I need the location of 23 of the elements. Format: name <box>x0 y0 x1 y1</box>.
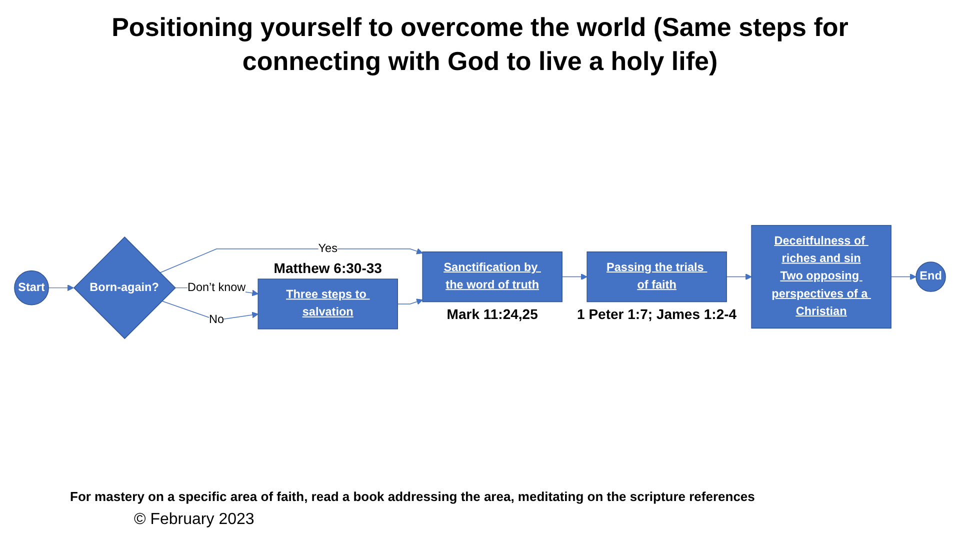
node-box: Passing the trials of faith <box>586 251 727 302</box>
arrow <box>162 300 258 321</box>
scripture-reference: 1 Peter 1:7; James 1:2-4 <box>577 304 737 323</box>
node-box: Three steps to salvation <box>258 278 398 330</box>
node-circle: Start <box>14 270 49 306</box>
edge-label: No <box>209 314 224 326</box>
node-box: Deceitfulness of riches and sin Two opposing perspectives of a Christian <box>751 225 892 329</box>
copyright-notice: © February 2023 <box>134 510 254 530</box>
node-circle: End <box>916 262 946 292</box>
footnote: For mastery on a specific area of faith, read a book addressing the area, meditating on the scripture references <box>70 488 755 506</box>
edge-label: Don’t know <box>188 281 246 294</box>
scripture-reference: Matthew 6:30-33 <box>274 259 382 278</box>
scripture-reference: Mark 11:24,25 <box>446 304 538 323</box>
node-diamond: Born-again? <box>73 236 176 340</box>
arrow <box>48 284 74 292</box>
arrow <box>726 274 752 280</box>
arrow <box>397 298 423 305</box>
arrow <box>160 248 423 274</box>
arrow <box>562 274 588 280</box>
edge-label: Yes <box>318 242 338 255</box>
title: Positioning yourself to overcome the world (Same steps for connecting with God to live a holy life) <box>110 11 850 78</box>
arrow <box>890 274 916 280</box>
node-box: Sanctification by the word of truth <box>422 251 562 302</box>
